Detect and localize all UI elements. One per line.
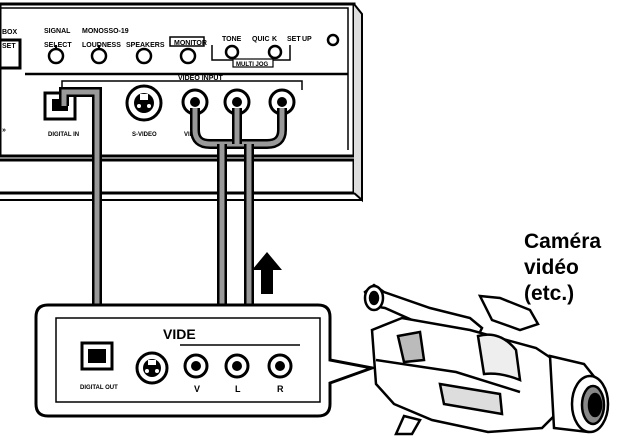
set-label: SET (287, 36, 301, 43)
signal-direction-arrow (252, 252, 282, 294)
caption-line-1: Caméra (524, 230, 602, 253)
camera-video-label: VIDE (163, 326, 196, 342)
loudness-label: LOUDNESS (82, 42, 121, 49)
quick-label: QUIC (252, 36, 270, 43)
left-partial-box (0, 38, 22, 70)
video-input-label: VIDEO INPUT (178, 75, 223, 82)
monitor-knob (179, 47, 197, 65)
receiver-panel: BOX SET SIGNAL SELECT MONOSSO-19 LOUDNES… (0, 2, 363, 203)
jack-v-label: V (194, 384, 200, 394)
left-arrow-mark: » (2, 127, 6, 134)
caption-line-3: (etc.) (524, 282, 575, 305)
loudness-top-label: MONOSSO-19 (82, 28, 129, 35)
speakers-knob (135, 47, 153, 65)
partial-left-bottom-label: SET (2, 43, 16, 50)
partial-left-top-label: BOX (2, 29, 18, 36)
digital-out-label: DIGITAL OUT (80, 385, 118, 391)
speakers-label: SPEAKERS (126, 42, 165, 49)
jack-r-label: R (277, 384, 284, 394)
signal-label: SIGNAL (44, 28, 71, 35)
select-label: SELECT (44, 42, 72, 49)
monitor-label: MONITOR (174, 40, 207, 47)
digital-in-label: DIGITAL IN (48, 132, 79, 138)
caption-line-2: vidéo (524, 256, 579, 279)
quick-k-label: K (272, 36, 277, 43)
signal-select-knob (47, 47, 65, 65)
jack-l-label: L (235, 384, 241, 394)
up-knob (326, 33, 340, 47)
up-label: UP (302, 36, 312, 43)
multi-jog-label: MULTI JOG (236, 62, 269, 68)
quick-knob (267, 44, 283, 60)
loudness-knob (90, 47, 108, 65)
camera-panel: VIDE DIGITAL OUT V L R (34, 303, 378, 418)
video-camera-illustration (363, 283, 610, 436)
camera-caption: Caméra vidéo (etc.) (524, 229, 623, 307)
tone-knob (224, 44, 240, 60)
video-partial-label: VID (184, 132, 195, 138)
tone-label: TONE (222, 36, 242, 43)
s-video-label: S-VIDEO (132, 132, 157, 138)
